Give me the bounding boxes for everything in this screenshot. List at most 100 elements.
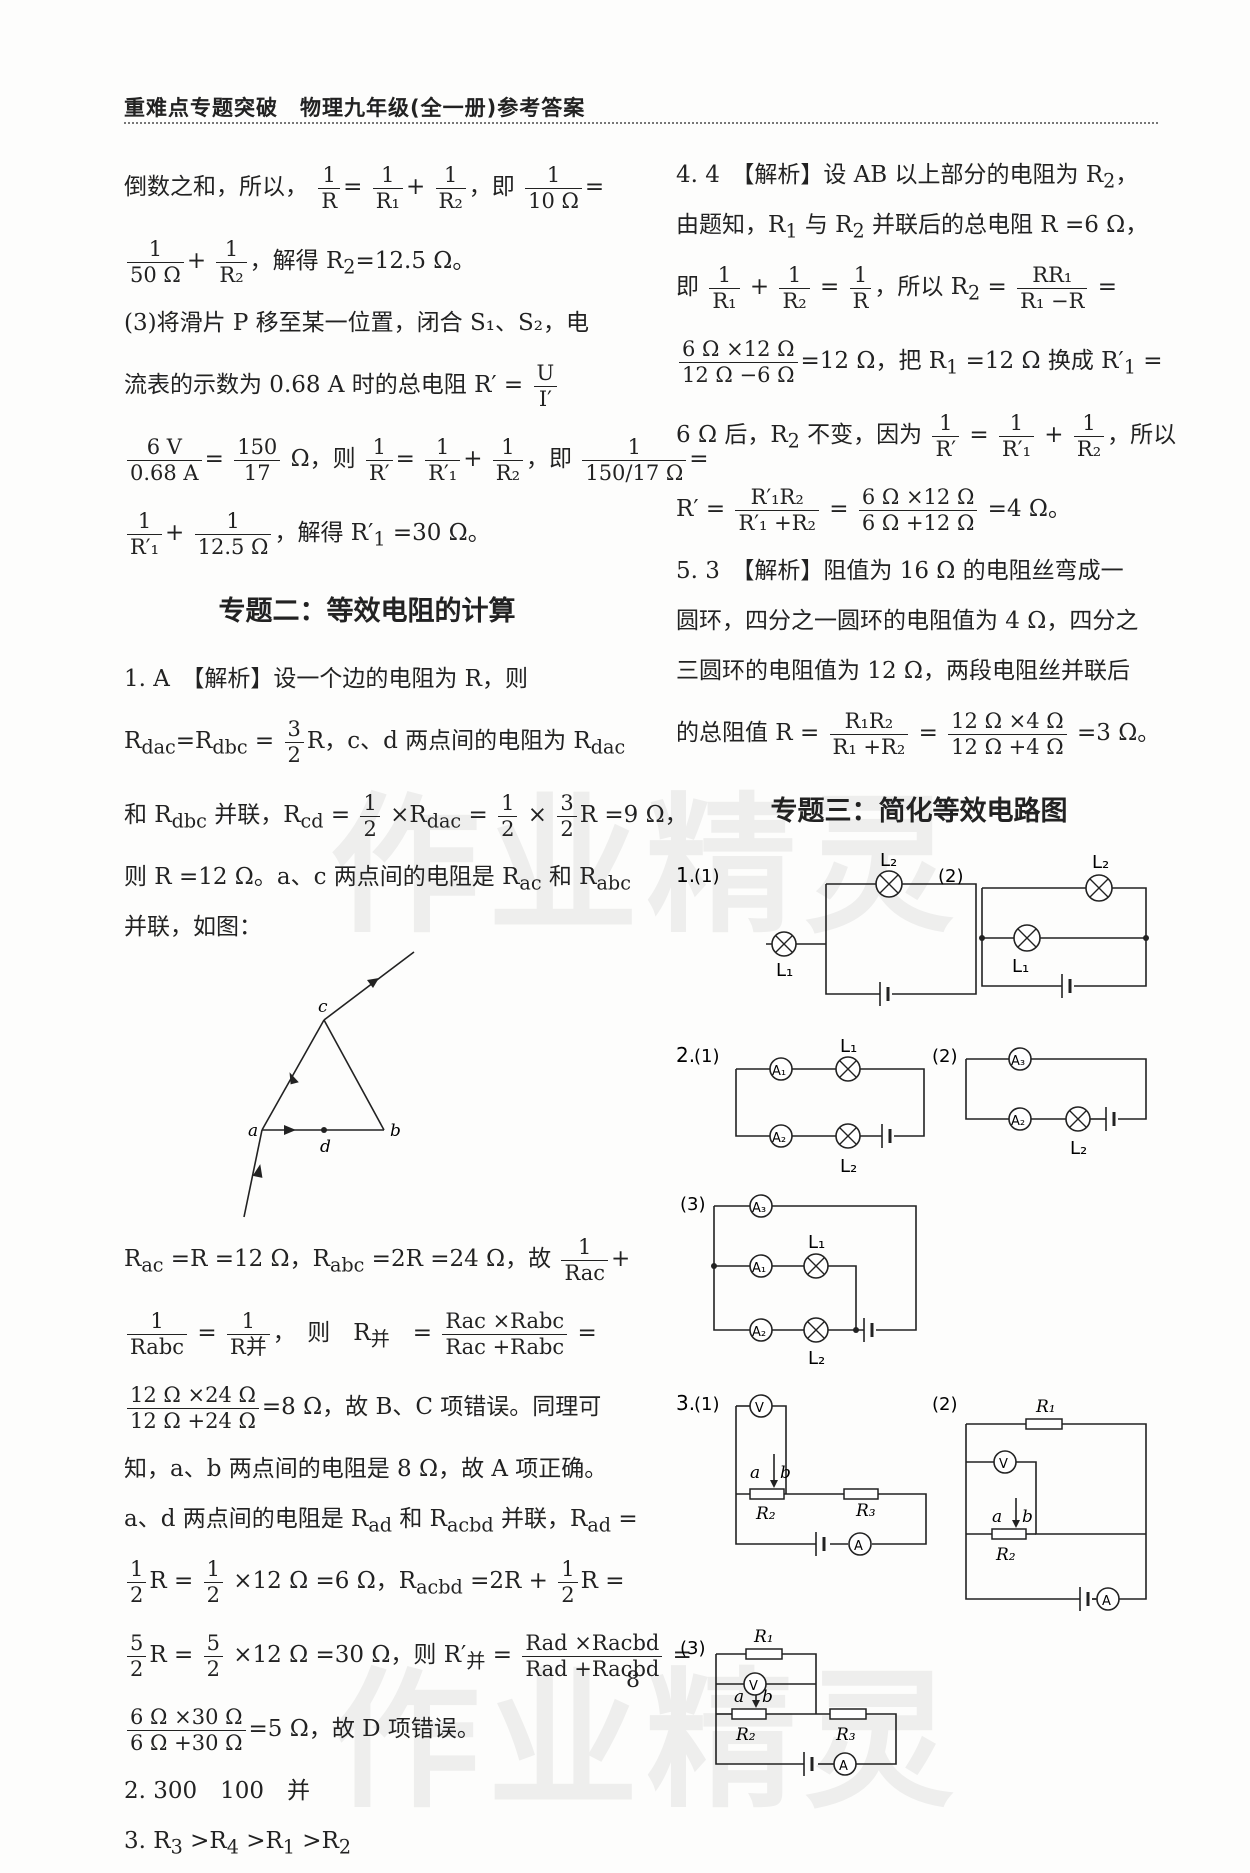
text-line: 由题知，R1 与 R2 并联后的总电阻 R =6 Ω， <box>676 212 1149 243</box>
section-title: 专题二：等效电阻的计算 <box>218 596 516 627</box>
svg-text:(1): (1) <box>694 1046 720 1067</box>
svg-text:R₂: R₂ <box>735 1725 756 1745</box>
right-column: 4. 4 【解析】设 AB 以上部分的电阻为 R2， 由题知，R1 与 R2 并… <box>676 150 1176 1776</box>
svg-text:A₃: A₃ <box>1011 1054 1025 1069</box>
svg-text:b: b <box>762 1687 773 1707</box>
circuit-num-1: 1. <box>676 863 695 887</box>
svg-text:b: b <box>780 1463 791 1483</box>
svg-text:A: A <box>854 1539 863 1554</box>
header-divider <box>124 122 1158 124</box>
triangle-diagram: a b c d <box>124 951 610 1222</box>
page-number: 8 <box>626 1668 640 1693</box>
svg-text:A₁: A₁ <box>772 1064 786 1079</box>
text-line: 则 R =12 Ω。a、c 两点间的电阻是 Rac 和 Rabc <box>124 864 631 895</box>
svg-text:V: V <box>749 1679 758 1694</box>
text-line: 1. A 【解析】设一个边的电阻为 R，则 <box>124 666 528 692</box>
svg-text:R₂: R₂ <box>995 1545 1016 1565</box>
svg-text:L₂: L₂ <box>880 850 897 871</box>
svg-text:L₁: L₁ <box>1012 956 1029 977</box>
answer-3: 3. R3 >R4 >R1 >R2 <box>124 1828 352 1859</box>
section-title: 专题三：简化等效电路图 <box>770 796 1068 827</box>
watermark: 作业精灵 <box>330 780 963 954</box>
svg-text:A₃: A₃ <box>752 1201 766 1216</box>
answer-page: 重难点专题突破 物理九年级(全一册)参考答案 作业精灵 作业精灵 倒数之和，所以… <box>124 96 1176 1859</box>
svg-text:A: A <box>1102 1594 1111 1609</box>
circuit-num-2: 2. <box>676 1043 695 1067</box>
svg-text:(2): (2) <box>932 1046 958 1067</box>
svg-text:R₃: R₃ <box>855 1501 876 1521</box>
text-line: 4. 4 【解析】设 AB 以上部分的电阻为 R2， <box>676 162 1139 193</box>
svg-text:(1): (1) <box>694 866 720 887</box>
svg-text:R₁: R₁ <box>1035 1397 1056 1417</box>
text-line: (3)将滑片 P 移至某一位置，闭合 S₁、S₂，电 <box>124 310 589 336</box>
watermark: 作业精灵 <box>330 1655 963 1829</box>
svg-text:V: V <box>999 1457 1008 1472</box>
circuit-diagrams: 1. (1) L₂ L₁ (2) <box>676 850 1162 1776</box>
svg-text:L₁: L₁ <box>840 1036 857 1057</box>
text-line: 并联，如图： <box>124 914 262 940</box>
vertex-label-d: d <box>320 1137 331 1157</box>
svg-text:b: b <box>1022 1507 1033 1527</box>
text-line: 圆环，四分之一圆环的电阻值为 4 Ω，四分之 <box>676 608 1139 634</box>
vertex-label-c: c <box>318 997 328 1017</box>
svg-text:V: V <box>755 1401 764 1416</box>
svg-text:(3): (3) <box>680 1638 706 1659</box>
svg-text:A₂: A₂ <box>752 1325 766 1340</box>
svg-text:a: a <box>992 1507 1002 1527</box>
svg-text:L₁: L₁ <box>808 1232 825 1253</box>
svg-text:L₂: L₂ <box>1092 852 1109 873</box>
svg-text:A₂: A₂ <box>1011 1114 1025 1129</box>
vertex-label-a: a <box>248 1121 258 1141</box>
vertex-label-b: b <box>390 1121 401 1141</box>
svg-text:(2): (2) <box>932 1394 958 1415</box>
svg-text:a: a <box>734 1687 744 1707</box>
svg-text:A₁: A₁ <box>752 1261 766 1276</box>
svg-text:A: A <box>839 1759 848 1774</box>
svg-text:R₃: R₃ <box>835 1725 856 1745</box>
